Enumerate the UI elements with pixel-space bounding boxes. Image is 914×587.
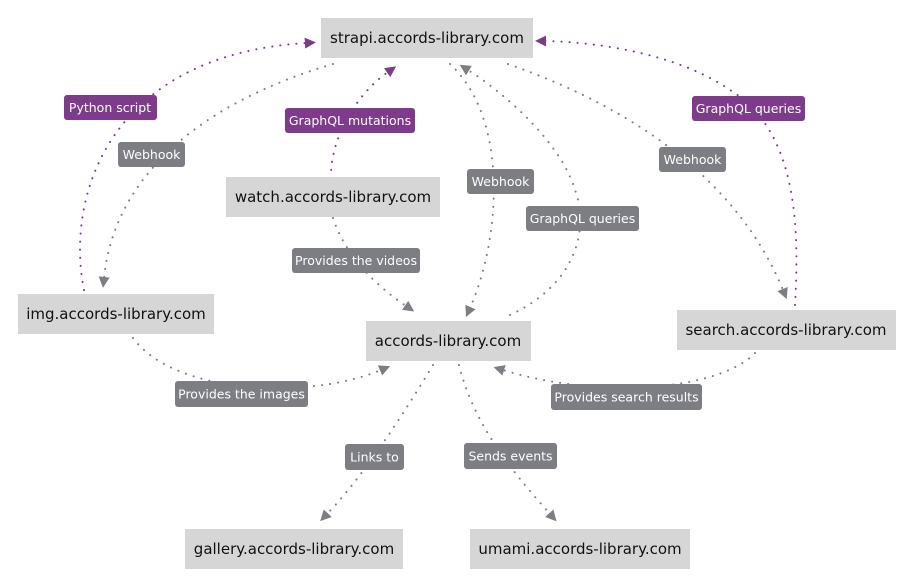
node-img: img.accords-library.com <box>18 294 214 334</box>
edge-label-text: GraphQL queries <box>696 101 801 116</box>
edge-label-text: Python script <box>69 100 151 115</box>
node-search: search.accords-library.com <box>677 310 896 350</box>
edge-labels: Python script Webhook GraphQL mutations … <box>64 95 805 470</box>
edge-label-graphql-queries-search: GraphQL queries <box>692 96 805 121</box>
node-umami: umami.accords-library.com <box>470 529 690 569</box>
edge-provides-search-results <box>493 352 756 389</box>
node-strapi: strapi.accords-library.com <box>321 18 533 58</box>
edge-provides-images <box>132 337 391 390</box>
edge-python-script <box>79 37 316 291</box>
edge-label-webhook-img: Webhook <box>118 142 185 167</box>
node-watch: watch.accords-library.com <box>226 177 440 217</box>
node-gallery: gallery.accords-library.com <box>185 529 403 569</box>
edge-label-webhook-search: Webhook <box>659 147 726 172</box>
node-search-label: search.accords-library.com <box>685 321 886 339</box>
edge-label-webhook-main: Webhook <box>467 169 534 194</box>
edges <box>79 35 798 522</box>
edge-webhook-to-img <box>98 63 334 288</box>
node-main: accords-library.com <box>366 321 531 361</box>
node-umami-label: umami.accords-library.com <box>478 540 681 558</box>
node-gallery-label: gallery.accords-library.com <box>194 540 394 558</box>
edge-label-text: Provides the images <box>178 387 305 402</box>
edge-label-sends-events: Sends events <box>464 443 557 469</box>
nodes: strapi.accords-library.com watch.accords… <box>18 18 896 569</box>
edge-graphql-queries-main <box>459 64 582 316</box>
edge-label-graphql-queries-main: GraphQL queries <box>526 206 639 231</box>
edge-sends-events <box>458 364 557 522</box>
edge-label-text: Provides the videos <box>295 253 417 268</box>
edge-label-text: Provides search results <box>554 390 698 405</box>
node-img-label: img.accords-library.com <box>26 305 206 323</box>
edge-label-provides-images: Provides the images <box>175 381 308 407</box>
edge-label-text: Webhook <box>123 147 181 162</box>
edge-label-provides-videos: Provides the videos <box>292 248 420 273</box>
edge-label-text: Webhook <box>472 174 530 189</box>
edge-graphql-queries-search <box>535 35 798 306</box>
edge-label-text: Webhook <box>664 152 722 167</box>
node-strapi-label: strapi.accords-library.com <box>330 29 524 47</box>
edge-label-graphql-mutations: GraphQL mutations <box>285 108 415 133</box>
edge-label-links-to: Links to <box>345 444 404 470</box>
edge-label-text: Sends events <box>468 449 552 464</box>
edge-label-text: Links to <box>350 450 399 465</box>
edge-label-text: GraphQL mutations <box>289 113 411 128</box>
node-main-label: accords-library.com <box>375 332 521 350</box>
edge-links-to <box>320 364 434 522</box>
edge-label-provides-search-results: Provides search results <box>551 384 702 410</box>
edge-label-python-script: Python script <box>64 95 157 120</box>
node-watch-label: watch.accords-library.com <box>235 188 431 206</box>
edge-label-text: GraphQL queries <box>530 211 635 226</box>
